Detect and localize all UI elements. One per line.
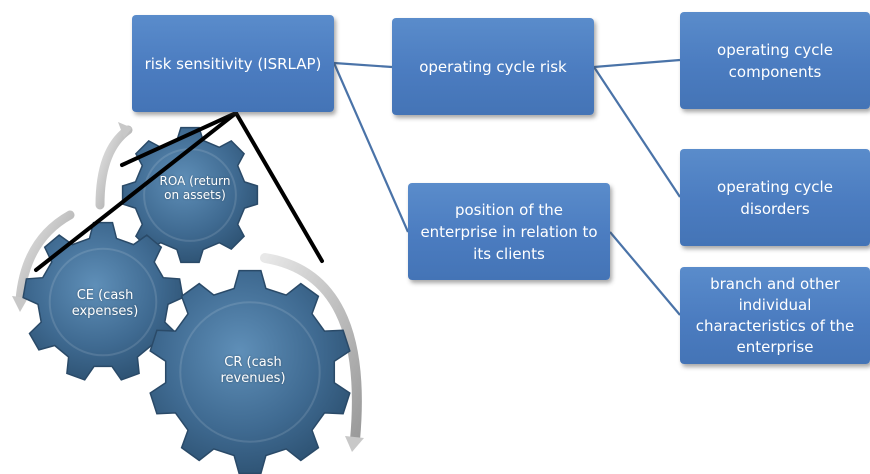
connector-risk-to-position	[332, 62, 410, 233]
gear-ce-highlight	[48, 247, 158, 357]
black-line-to-cr	[234, 111, 324, 263]
node-operating-cycle-disorders-label: operating cycle disorders	[717, 177, 833, 218]
connectors	[332, 58, 681, 316]
node-branch-characteristics: branch and other individual characterist…	[680, 267, 870, 364]
connector-position-to-branch	[609, 231, 681, 316]
node-operating-cycle-components-label: operating cycle components	[717, 40, 833, 81]
gear-ce-icon	[22, 221, 184, 381]
node-operating-cycle-risk: operating cycle risk	[392, 18, 594, 115]
gear-roa-icon	[121, 126, 259, 264]
gear-ce-label: CE (cash expenses)	[71, 288, 139, 319]
black-lines	[34, 111, 324, 272]
node-position-enterprise-label: position of the enterprise in relation t…	[420, 200, 598, 263]
gear-cr-icon	[149, 269, 351, 474]
node-risk-sensitivity-label: risk sensitivity (ISRLAP)	[144, 54, 322, 73]
connector-opcycle-to-disorders	[593, 66, 681, 198]
gear-cr-label: CR (cash revenues)	[220, 355, 286, 386]
cycle-arrows	[12, 122, 364, 452]
node-branch-characteristics-label: branch and other individual characterist…	[695, 274, 855, 356]
gears-group	[22, 126, 351, 474]
arrow-roa-head-icon	[118, 122, 132, 138]
black-line-to-roa	[120, 111, 238, 167]
gear-cr-highlight	[179, 301, 321, 443]
node-operating-cycle-disorders: operating cycle disorders	[680, 149, 870, 246]
node-position-enterprise: position of the enterprise in relation t…	[408, 183, 610, 280]
node-risk-sensitivity: risk sensitivity (ISRLAP)	[132, 15, 334, 112]
arrow-ce-curve	[15, 210, 75, 305]
arrow-cr-head-icon	[345, 436, 364, 452]
node-operating-cycle-components: operating cycle components	[680, 12, 870, 109]
connector-risk-to-opcycle	[333, 61, 393, 69]
black-line-to-ce	[34, 111, 238, 272]
node-operating-cycle-risk-label: operating cycle risk	[419, 57, 567, 76]
arrow-ce-head-icon	[12, 296, 28, 312]
connector-opcycle-to-components	[593, 58, 681, 69]
arrow-cr-curve	[260, 253, 362, 445]
gear-roa-label: ROA (return on assets)	[159, 174, 231, 202]
